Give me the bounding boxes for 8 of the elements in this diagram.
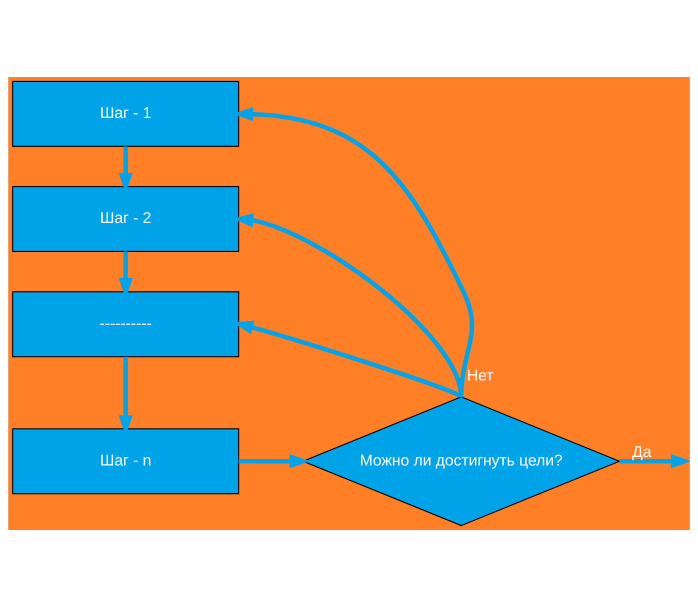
arrow [619, 454, 690, 468]
node-box: Шаг - 1 [12, 80, 240, 146]
node-box: Шаг - 2 [12, 186, 240, 252]
edge-label: Нет [466, 366, 494, 384]
edge-label: Да [632, 443, 652, 460]
arrow [238, 454, 310, 468]
node-box: ---------- [12, 290, 240, 357]
node-box: Шаг - n [12, 428, 240, 494]
